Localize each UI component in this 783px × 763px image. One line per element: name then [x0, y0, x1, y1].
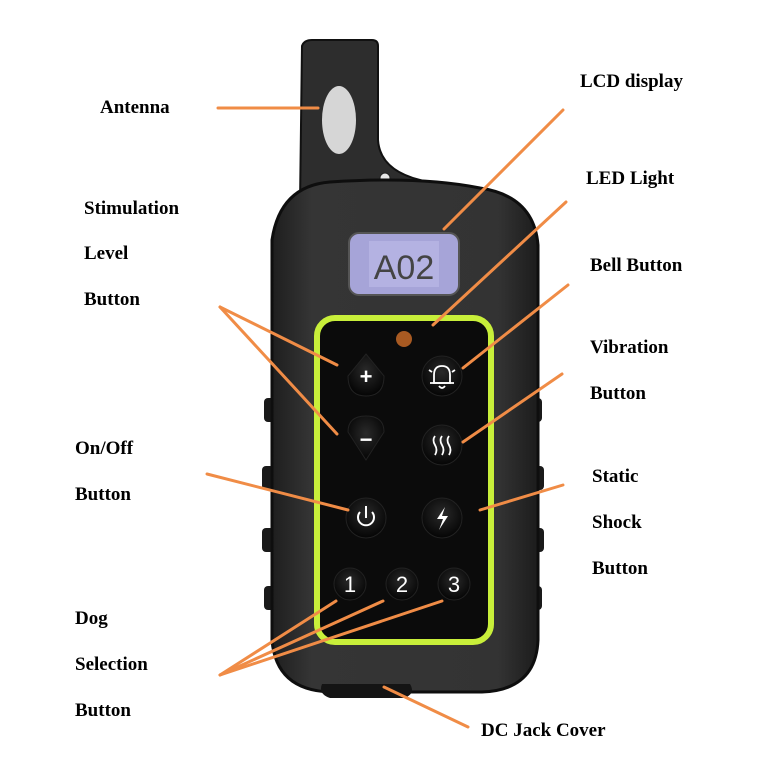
- label-onoff-2: Button: [75, 484, 131, 505]
- label-dc-jack-cover: DC Jack Cover: [481, 720, 606, 741]
- dog-button-1-label: 1: [344, 572, 356, 597]
- antenna-window: [322, 86, 356, 154]
- label-static-3: Button: [592, 558, 648, 579]
- lcd-text: A02: [374, 249, 435, 287]
- leader-vibration: [461, 372, 564, 444]
- vibration-button[interactable]: [421, 424, 463, 466]
- dog-button-2-label: 2: [396, 572, 408, 597]
- lightning-icon: [437, 507, 448, 530]
- minus-icon: −: [360, 427, 373, 452]
- plus-icon: +: [360, 364, 373, 389]
- leader-dog-1: [218, 599, 338, 677]
- dog-button-3[interactable]: 3: [437, 567, 471, 601]
- dog-button-3-label: 3: [448, 572, 460, 597]
- leader-led: [431, 200, 568, 327]
- label-antenna: Antenna: [100, 97, 170, 118]
- label-bell-button: Bell Button: [590, 255, 683, 276]
- label-stimulation-3: Button: [84, 289, 140, 310]
- leader-bell: [461, 283, 570, 370]
- label-vibration-2: Button: [590, 383, 646, 404]
- led-light: [396, 331, 412, 347]
- static-shock-button[interactable]: [421, 497, 463, 539]
- level-down-button[interactable]: −: [347, 415, 385, 461]
- label-lcd-display: LCD display: [580, 71, 683, 92]
- leader-static: [478, 483, 565, 512]
- power-button[interactable]: [345, 497, 387, 539]
- leader-level-minus: [218, 305, 339, 436]
- lcd-display: A02: [348, 232, 460, 296]
- label-stimulation-2: Level: [84, 243, 129, 264]
- dog-button-1[interactable]: 1: [333, 567, 367, 601]
- vibration-icon: [432, 435, 452, 456]
- leader-level-plus: [218, 305, 339, 367]
- level-up-button[interactable]: +: [347, 353, 385, 397]
- keypad-panel: [314, 315, 494, 645]
- label-vibration-1: Vibration: [590, 337, 669, 358]
- bell-button[interactable]: [421, 355, 463, 397]
- dog-button-2[interactable]: 2: [385, 567, 419, 601]
- leader-dc-jack: [382, 685, 470, 729]
- label-dog-2: Selection: [75, 654, 148, 675]
- leader-dog-3: [218, 599, 444, 677]
- label-onoff-1: On/Off: [75, 438, 134, 459]
- leader-onoff: [205, 472, 350, 512]
- leader-lcd: [442, 108, 565, 231]
- label-static-1: Static: [592, 466, 639, 487]
- leader-dog-2: [218, 599, 385, 677]
- label-static-2: Shock: [592, 512, 642, 533]
- dc-jack-cover: [321, 684, 412, 698]
- leader-lines: [205, 106, 570, 729]
- label-dog-1: Dog: [75, 608, 108, 629]
- bell-icon: [428, 365, 456, 389]
- label-led-light: LED Light: [586, 168, 675, 189]
- power-icon: [357, 506, 375, 527]
- label-dog-3: Button: [75, 700, 131, 721]
- label-stimulation-1: Stimulation: [84, 198, 180, 219]
